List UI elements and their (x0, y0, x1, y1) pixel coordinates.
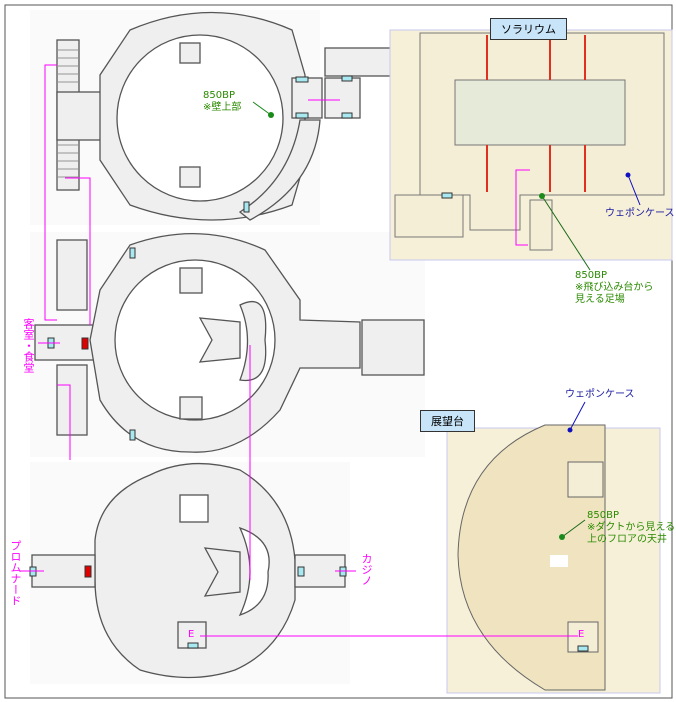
connection-lines (20, 64, 578, 637)
exit-casino[interactable]: カジノ (360, 553, 373, 586)
elevator-marker-b: E (578, 629, 585, 640)
exit-promenade[interactable]: プロムナード (9, 540, 22, 606)
bp-item-wall-top: 850BP※壁上部 (203, 90, 242, 113)
floor-1 (56, 11, 416, 221)
solarium-area (389, 29, 673, 261)
elevator-marker-a: E (188, 629, 195, 640)
floor-3 (31, 462, 346, 679)
weapon-case-observation: ウェポンケース (565, 389, 635, 400)
observation-area (446, 424, 661, 694)
weapon-case-solarium: ウェポンケース (605, 208, 675, 219)
item-markers (252, 101, 641, 540)
observation-title: 展望台 (420, 410, 475, 432)
bp-item-observation: 850BP※ダクトから見える上のフロアの天井 (587, 510, 676, 545)
bp-item-solarium: 850BP※飛び込み台から見える足場 (575, 270, 654, 305)
locked-door (81, 337, 89, 350)
solarium-title: ソラリウム (490, 18, 567, 40)
locked-door (84, 565, 92, 578)
exit-guest-rooms[interactable]: 客室・食堂 (22, 318, 35, 373)
floor-2 (34, 233, 425, 453)
